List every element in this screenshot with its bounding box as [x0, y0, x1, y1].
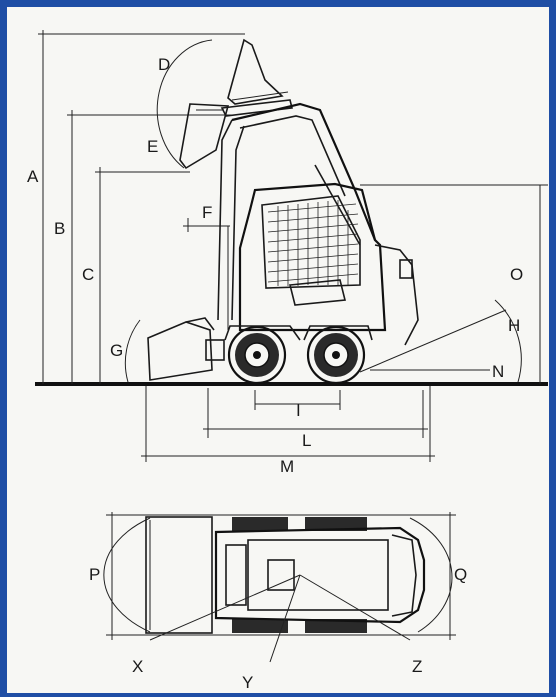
label-q: Q	[454, 565, 467, 584]
label-n: N	[492, 362, 504, 381]
top-bucket	[145, 516, 213, 634]
side-view-labels: A B C D E F G H I L M N O	[27, 55, 523, 476]
label-b: B	[54, 219, 65, 238]
label-p: P	[89, 565, 100, 584]
dimension-lines-length	[141, 386, 435, 462]
label-y: Y	[242, 673, 253, 692]
top-body	[214, 526, 426, 624]
top-tires	[232, 517, 367, 633]
label-m: M	[280, 457, 294, 476]
raised-bucket	[179, 38, 293, 170]
lowered-bucket	[147, 317, 225, 381]
label-e: E	[147, 137, 158, 156]
label-d: D	[158, 55, 170, 74]
label-h: H	[508, 316, 520, 335]
lift-arms	[217, 102, 377, 321]
diagram-frame: A B C D E F G H I L M N O	[7, 7, 549, 693]
label-l: L	[302, 431, 311, 450]
label-o: O	[510, 265, 523, 284]
machine-cab	[238, 182, 419, 346]
label-c: C	[82, 265, 94, 284]
label-a: A	[27, 167, 39, 186]
label-x: X	[132, 657, 143, 676]
top-view-labels: P Q X Y Z	[89, 565, 467, 692]
side-view: A B C D E F G H I L M N O	[27, 30, 548, 476]
label-i: I	[296, 401, 301, 420]
top-view: P Q X Y Z	[89, 512, 467, 692]
label-f: F	[202, 203, 212, 222]
dimension-lines-height	[38, 30, 548, 384]
cab-grille	[267, 200, 359, 286]
skid-steer-diagram: A B C D E F G H I L M N O	[27, 30, 548, 692]
angle-arcs	[124, 39, 522, 383]
label-z: Z	[412, 657, 422, 676]
label-g: G	[110, 341, 123, 360]
wheels	[224, 325, 373, 385]
